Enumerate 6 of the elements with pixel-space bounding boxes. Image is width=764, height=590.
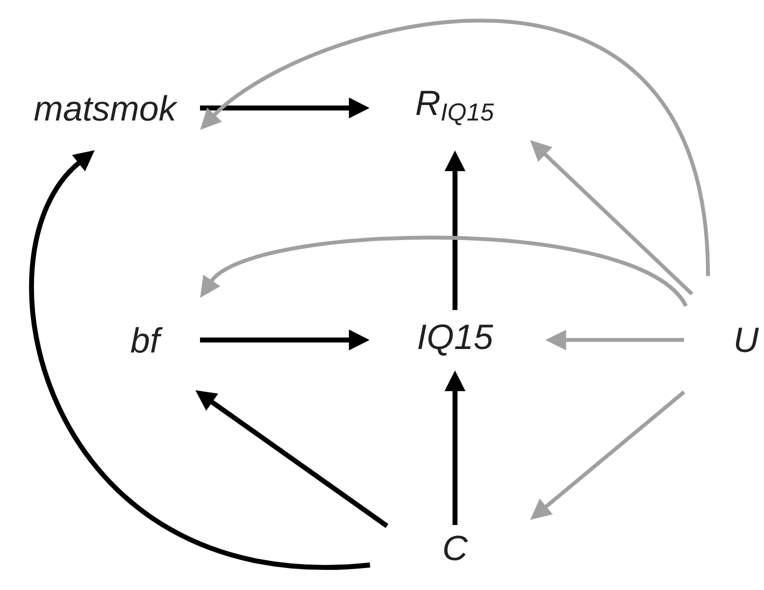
node-label: R$_{IQ15}$ — [416, 90, 494, 126]
node-label: U — [736, 328, 759, 352]
node-label: matsmok — [34, 95, 178, 121]
node-label: C — [444, 536, 468, 560]
node-label: IQ15 — [418, 324, 494, 356]
node-label: bf — [130, 327, 163, 353]
